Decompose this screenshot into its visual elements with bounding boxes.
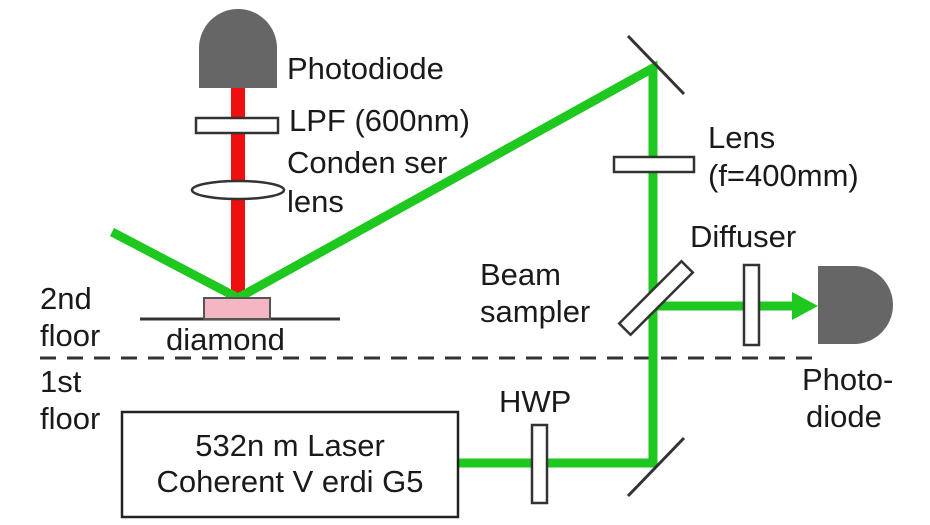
label-condenser-line2: lens (287, 184, 344, 219)
beam-sampler (617, 259, 695, 337)
label-photodiode-top: Photodiode (287, 51, 444, 86)
label-condenser-line1: Conden ser (287, 145, 447, 180)
label-lens-line2: (f=400mm) (708, 158, 859, 193)
mirror-bottom (626, 436, 686, 498)
label-laser-line2: Coherent V erdi G5 (156, 464, 423, 499)
arrow-head-icon (792, 292, 818, 320)
mirror-top (626, 34, 686, 96)
focusing-lens (612, 155, 696, 174)
laser-box (120, 410, 460, 519)
label-photodiode-right-line2: diode (806, 399, 882, 434)
label-lens-line1: Lens (708, 120, 775, 155)
label-floor2-line1: 2nd (40, 281, 92, 316)
green-beam-path (109, 60, 795, 468)
photodiode-right-icon (818, 266, 893, 344)
label-lpf: LPF (600nm) (289, 103, 470, 138)
diamond-sample (203, 297, 271, 320)
label-diamond: diamond (166, 322, 285, 357)
label-floor1-line2: floor (40, 401, 100, 436)
condenser-lens (190, 179, 286, 201)
hwp-plate (530, 423, 549, 505)
label-floor2-line2: floor (40, 318, 100, 353)
green-beam-reflection (109, 228, 241, 302)
lpf-filter (194, 116, 280, 135)
label-beam-sampler-line2: sampler (480, 294, 590, 329)
label-diffuser: Diffuser (690, 219, 796, 254)
green-beam-main (235, 60, 658, 468)
diffuser-plate (742, 263, 761, 347)
photodiode-top-icon (199, 9, 277, 88)
label-hwp: HWP (499, 384, 571, 419)
label-floor1-line1: 1st (40, 364, 82, 399)
label-photodiode-right-line1: Photo- (802, 362, 893, 397)
label-beam-sampler-line1: Beam (480, 257, 561, 292)
label-laser-line1: 532n m Laser (195, 428, 385, 463)
